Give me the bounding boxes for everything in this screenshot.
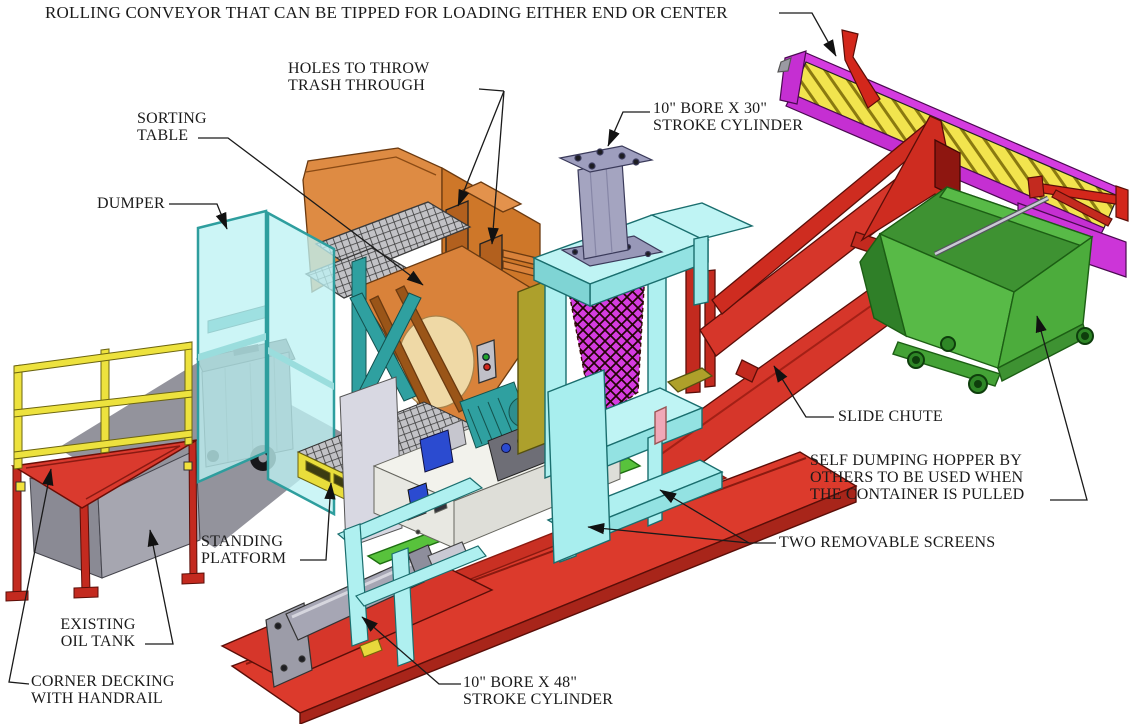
tipping-hook bbox=[841, 29, 881, 109]
label-self-dumping-hopper: SELF DUMPING HOPPER BY OTHERS TO BE USED… bbox=[810, 452, 1025, 503]
label-cylinder-48: 10" BORE X 48" STROKE CYLINDER bbox=[463, 674, 614, 708]
cylinder30-body bbox=[577, 160, 629, 260]
stroke-cylinder-30 bbox=[558, 145, 664, 267]
leader-cylinder-48 bbox=[361, 616, 461, 685]
leader-slide-chute bbox=[773, 365, 834, 418]
leader-sorting-table bbox=[198, 137, 424, 286]
leader-rolling-conveyor bbox=[779, 12, 837, 57]
olive-step bbox=[666, 367, 714, 393]
leader-screen-1 bbox=[659, 489, 750, 544]
leader-lines bbox=[8, 12, 1088, 685]
conveyor-fittings bbox=[841, 29, 1129, 227]
olive-panel bbox=[517, 279, 547, 456]
leader-corner-decking bbox=[8, 468, 54, 685]
stroke-cylinder-48 bbox=[265, 477, 487, 688]
press-frame bbox=[517, 145, 755, 565]
corner-decking-assembly bbox=[5, 341, 205, 602]
label-oil-tank: EXISTING OIL TANK bbox=[60, 616, 136, 650]
leader-platform bbox=[300, 482, 336, 561]
dumper-front-panel bbox=[266, 210, 336, 517]
self-dumping-hopper bbox=[859, 186, 1094, 394]
label-dumper: DUMPER bbox=[97, 195, 165, 212]
pink-pad bbox=[654, 405, 667, 446]
hopper-casters bbox=[907, 327, 1094, 394]
warning-sticker bbox=[183, 461, 193, 471]
leader-dumper bbox=[169, 203, 228, 230]
leader-cylinder-30 bbox=[607, 111, 650, 147]
leader-hole-2 bbox=[487, 90, 505, 245]
warning-sticker bbox=[15, 481, 26, 492]
press-front-panel bbox=[547, 368, 611, 565]
dumper-assembly bbox=[196, 209, 422, 517]
handrail bbox=[13, 341, 193, 470]
label-cylinder-30: 10" BORE X 30" STROKE CYLINDER bbox=[653, 100, 804, 134]
chute-tab bbox=[735, 359, 759, 383]
leader-hole-1 bbox=[457, 90, 505, 207]
pump bbox=[419, 429, 454, 473]
hopper-step-top bbox=[461, 181, 523, 213]
red-button bbox=[483, 363, 491, 371]
deck-legs bbox=[5, 440, 205, 602]
leader-screen-2 bbox=[587, 522, 750, 544]
label-removable-screens: TWO REMOVABLE SCREENS bbox=[779, 534, 996, 551]
leader-oil-tank bbox=[145, 529, 174, 645]
label-holes: HOLES TO THROW TRASH THROUGH bbox=[288, 60, 430, 94]
rod-guide-frame bbox=[336, 477, 487, 667]
label-slide-chute: SLIDE CHUTE bbox=[838, 408, 943, 425]
leader-holes-stub bbox=[478, 88, 505, 92]
base-front bbox=[299, 484, 857, 724]
press-hat bbox=[649, 202, 755, 240]
leader-hopper bbox=[1035, 315, 1088, 501]
label-standing-platform: STANDING PLATFORM bbox=[201, 533, 287, 567]
sorting-table bbox=[302, 147, 593, 435]
label-sorting-table: SORTING TABLE bbox=[137, 110, 207, 144]
guide-foot bbox=[359, 638, 383, 658]
label-corner-decking: CORNER DECKING WITH HANDRAIL bbox=[31, 673, 175, 707]
oil-tank bbox=[97, 449, 201, 579]
control-box bbox=[476, 339, 497, 384]
green-button bbox=[482, 353, 490, 361]
label-rolling-conveyor: ROLLING CONVEYOR THAT CAN BE TIPPED FOR … bbox=[45, 3, 728, 22]
cylinder30-cap bbox=[558, 145, 654, 173]
